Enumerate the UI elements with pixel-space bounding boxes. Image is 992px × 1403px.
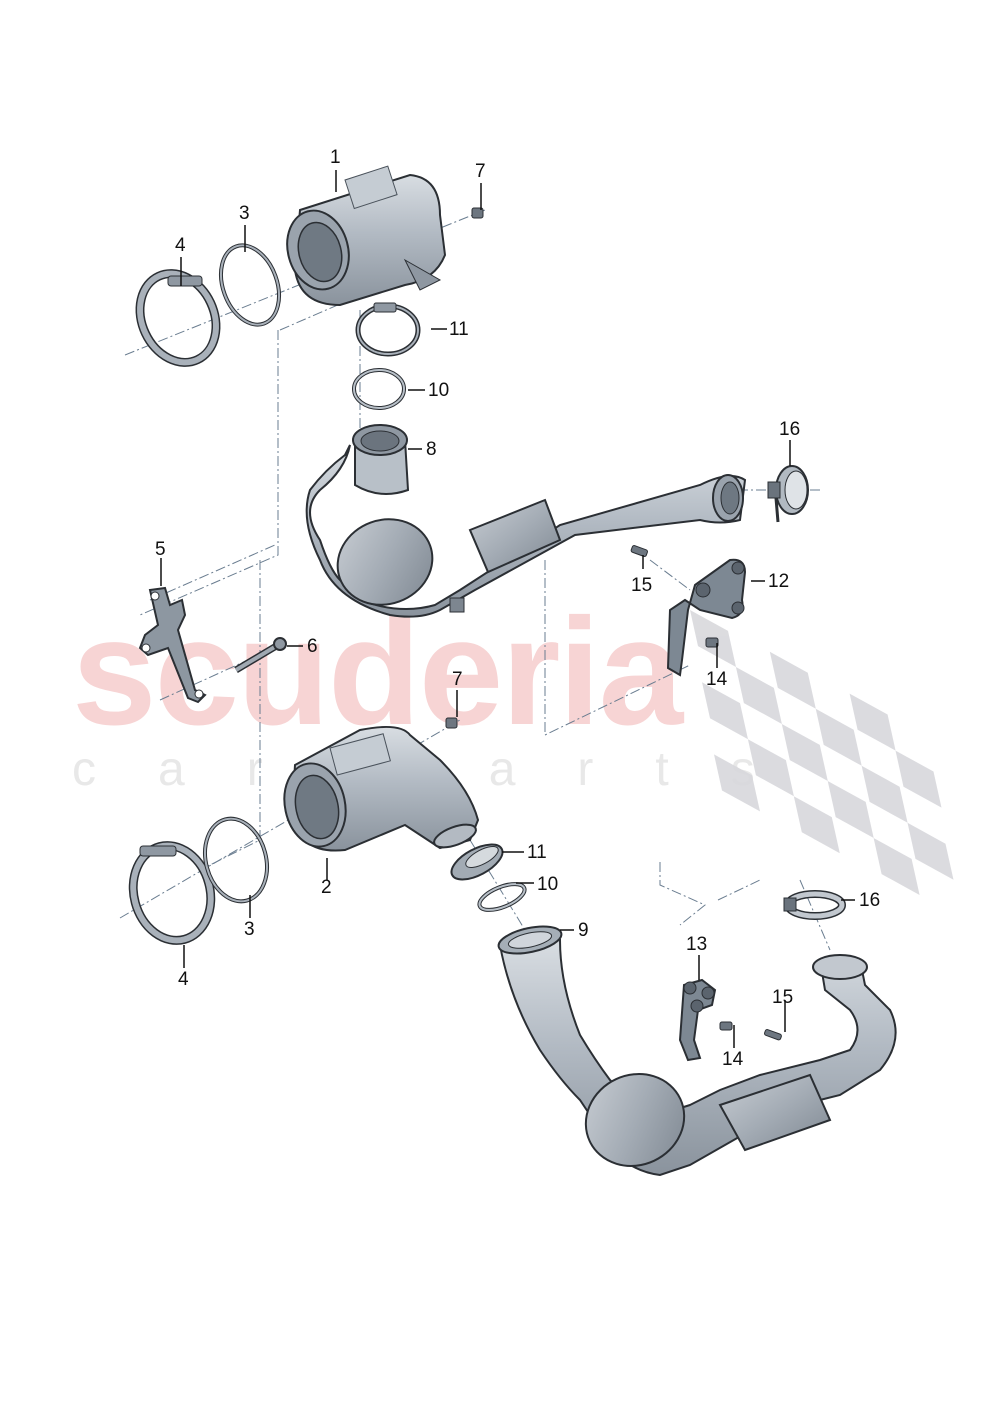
- callout-6: 6: [307, 636, 318, 657]
- callout-4-lower: 4: [178, 969, 189, 990]
- callout-7-lower: 7: [452, 669, 463, 690]
- callout-11-lower: 11: [527, 842, 547, 863]
- checker-square: [895, 750, 942, 808]
- callout-3-lower: 3: [244, 919, 255, 940]
- callout-15-upper: 15: [631, 575, 653, 596]
- clamp-11-upper: [355, 302, 421, 357]
- bracket-5: [138, 586, 207, 704]
- callout-3-upper: 3: [239, 203, 250, 224]
- checker-square: [827, 781, 874, 838]
- checker-square: [907, 822, 954, 880]
- bolt-7-lower: [445, 717, 458, 729]
- callout-4-upper: 4: [175, 235, 186, 256]
- callout-16-lower: 16: [859, 890, 881, 911]
- catalytic-converter-lower: [283, 725, 480, 852]
- checker-square: [714, 754, 760, 812]
- callout-1: 1: [330, 147, 341, 168]
- bolt-7-upper: [471, 207, 484, 219]
- callout-14-upper: 14: [706, 669, 728, 690]
- leader-lines: [160, 170, 855, 1048]
- mounting-bracket-13: [678, 978, 717, 1062]
- catalytic-converter-upper: [286, 165, 447, 307]
- clamp-11-lower: [450, 843, 504, 881]
- callout-13: 13: [686, 934, 708, 955]
- callout-12: 12: [768, 571, 790, 592]
- pipe-clamp-16-lower: [783, 890, 846, 920]
- callout-2: 2: [321, 877, 332, 898]
- front-pipe-8-upper: [305, 424, 747, 618]
- checker-square: [735, 667, 782, 724]
- bolt-14-lower: [719, 1021, 733, 1031]
- checker-square: [747, 739, 794, 797]
- callout-9: 9: [578, 920, 589, 941]
- checker-square: [849, 693, 896, 751]
- v-band-clamp-lower: [128, 841, 216, 945]
- bolt-15-upper: [630, 545, 648, 557]
- checker-square: [793, 796, 840, 854]
- watermark-checker-flag: [690, 610, 954, 895]
- stud-bolt-6: [234, 637, 287, 674]
- callout-7-upper: 7: [475, 161, 486, 182]
- callout-10-upper: 10: [428, 380, 450, 401]
- checker-square: [815, 708, 862, 766]
- front-pipe-9-lower: [497, 925, 897, 1177]
- v-band-clamp-upper: [135, 269, 221, 367]
- callout-16-upper: 16: [779, 419, 801, 440]
- checker-square: [781, 724, 828, 781]
- callout-11-upper: 11: [449, 319, 469, 340]
- callout-5: 5: [155, 539, 166, 560]
- checker-square: [861, 765, 908, 823]
- checker-square: [769, 651, 816, 709]
- pipe-clamp-16-upper: [767, 465, 809, 523]
- checker-square: [702, 682, 748, 740]
- checker-square: [873, 838, 920, 895]
- mounting-bracket-12: [666, 558, 747, 677]
- callout-8: 8: [426, 439, 437, 460]
- callout-14-lower: 14: [722, 1049, 744, 1070]
- callout-10-lower: 10: [537, 874, 559, 895]
- bolt-15-lower: [764, 1029, 782, 1041]
- callout-15-lower: 15: [772, 987, 794, 1008]
- bolt-14-upper: [705, 637, 719, 648]
